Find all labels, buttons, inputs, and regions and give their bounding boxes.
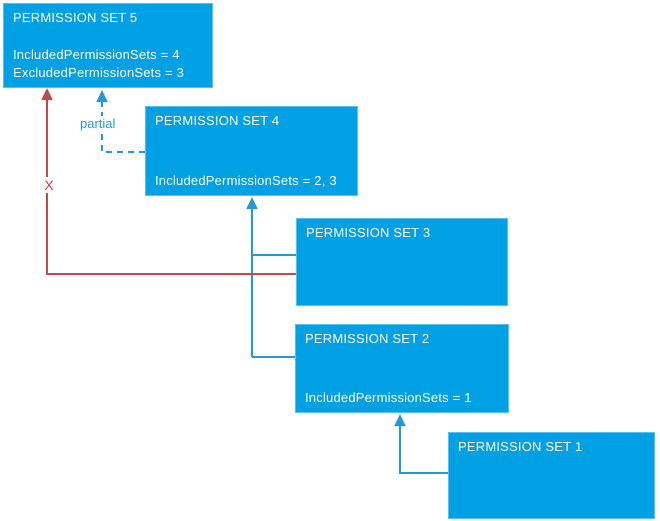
permission-set-5-properties: IncludedPermissionSets = 4 ExcludedPermi…	[13, 46, 203, 82]
arrowhead-to-ps2-icon	[394, 414, 406, 426]
arrowhead-to-ps4-icon	[246, 197, 258, 209]
arrow-ps1-to-ps2	[399, 425, 448, 474]
permission-set-2-box: PERMISSION SET 2 IncludedPermissionSets …	[295, 324, 509, 413]
permission-set-5-box: PERMISSION SET 5 IncludedPermissionSets …	[3, 3, 213, 88]
excluded-permission-sets-value: ExcludedPermissionSets = 3	[13, 65, 185, 80]
included-permission-sets-value: IncludedPermissionSets = 2, 3	[155, 173, 337, 188]
arrowhead-to-ps5-excluded-icon	[41, 88, 53, 100]
permission-set-2-title: PERMISSION SET 2	[305, 331, 430, 346]
arrow-ps2-ps3-to-ps4	[251, 208, 296, 358]
permission-set-4-box: PERMISSION SET 4 IncludedPermissionSets …	[145, 106, 358, 196]
permission-set-4-properties: IncludedPermissionSets = 2, 3	[155, 172, 348, 190]
permission-set-5-title: PERMISSION SET 5	[13, 10, 138, 25]
permission-set-3-box: PERMISSION SET 3	[296, 218, 508, 306]
permission-set-1-box: PERMISSION SET 1	[448, 432, 655, 519]
permission-set-4-title: PERMISSION SET 4	[155, 113, 280, 128]
included-permission-sets-value: IncludedPermissionSets = 1	[305, 390, 472, 405]
excluded-x-marker: X	[39, 177, 59, 193]
permission-set-1-title: PERMISSION SET 1	[458, 439, 583, 454]
included-permission-sets-value: IncludedPermissionSets = 4	[13, 47, 180, 62]
partial-arrow-label: partial	[78, 116, 118, 131]
arrowhead-to-ps5-partial-icon	[96, 90, 108, 102]
permission-set-2-properties: IncludedPermissionSets = 1	[305, 389, 499, 407]
permission-set-3-title: PERMISSION SET 3	[306, 225, 431, 240]
